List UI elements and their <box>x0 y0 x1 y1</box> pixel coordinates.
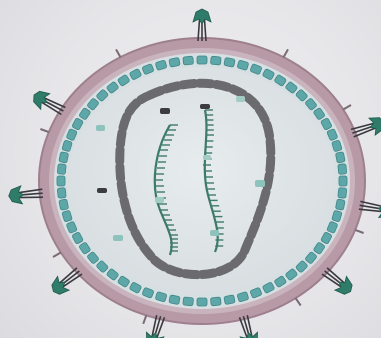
matrix-protein-bead <box>169 295 180 305</box>
small-surface-spike <box>116 49 121 57</box>
matrix-protein-bead <box>224 57 235 67</box>
small-surface-spike <box>53 253 61 258</box>
glycoprotein-spike <box>322 268 356 299</box>
small-surface-spike <box>40 129 48 132</box>
small-surface-spike <box>343 105 351 110</box>
matrix-protein-bead <box>59 199 69 210</box>
matrix-protein-bead <box>338 164 347 175</box>
matrix-protein-bead <box>224 295 235 305</box>
matrix-protein-bead <box>197 56 207 64</box>
matrix-protein-bead <box>183 297 194 306</box>
small-surface-spike <box>143 315 146 323</box>
matrix-protein-bead <box>57 176 65 186</box>
glycoprotein-spike <box>48 268 82 299</box>
matrix-protein-bead <box>183 56 194 65</box>
glycoprotein-spike <box>8 186 43 205</box>
small-surface-spike <box>296 298 301 305</box>
matrix-protein-bead <box>169 57 180 67</box>
matrix-protein-bead <box>338 188 347 199</box>
glycoprotein-spike <box>359 199 381 219</box>
matrix-protein-bead <box>210 56 221 65</box>
matrix-protein-bead <box>59 152 69 163</box>
matrix-protein-bead <box>339 176 347 186</box>
matrix-protein-bead <box>210 297 221 306</box>
matrix-protein-bead <box>335 199 345 210</box>
small-surface-spike <box>284 49 289 57</box>
glycoprotein-spike <box>193 9 211 41</box>
matrix-protein-bead <box>335 152 345 163</box>
matrix-protein-bead <box>57 188 66 199</box>
matrix-protein-bead <box>57 164 66 175</box>
matrix-protein-bead <box>197 298 207 306</box>
small-surface-spike <box>355 230 363 233</box>
virion-interior <box>68 67 336 295</box>
